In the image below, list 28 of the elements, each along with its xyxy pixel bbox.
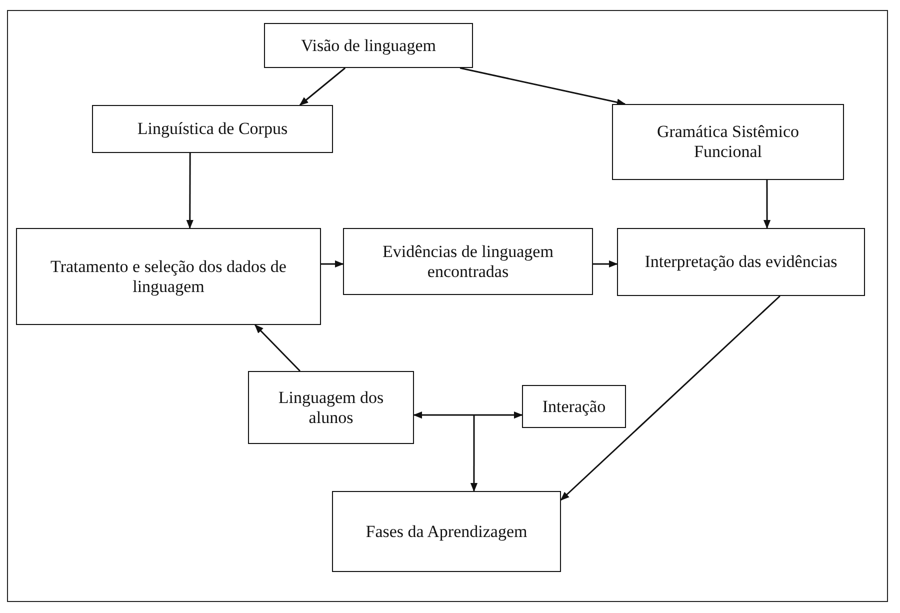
process-box [248, 371, 414, 444]
arrow [593, 260, 618, 268]
process-box [16, 228, 321, 325]
process-box [522, 385, 626, 428]
arrow [254, 324, 300, 372]
box-label: Linguística de Corpus [137, 119, 288, 139]
box-label: Interpretação das evidências [644, 252, 838, 272]
process-box [612, 104, 844, 180]
process-box [332, 491, 561, 572]
process-box [92, 105, 333, 153]
arrow [560, 295, 780, 501]
arrow [186, 153, 194, 229]
process-box [343, 228, 593, 295]
process-box [617, 228, 865, 296]
arrow [460, 67, 626, 106]
arrow [321, 260, 344, 268]
box-label: Fases da Aprendizagem [366, 522, 528, 542]
box-label: Tratamento e seleção dos dados de linguagem [50, 256, 288, 296]
arrow [763, 180, 771, 229]
box-label: Visão de linguagem [301, 36, 436, 56]
arrow [413, 411, 523, 419]
process-box [264, 23, 473, 68]
box-label: Evidências de linguagem encontradas [382, 242, 554, 282]
box-label: Gramática Sistêmico Funcional [656, 122, 800, 162]
box-label: Interação [542, 396, 606, 416]
box-label: Linguagem dos alunos [277, 388, 385, 428]
arrow [299, 67, 346, 106]
arrow [470, 415, 478, 492]
